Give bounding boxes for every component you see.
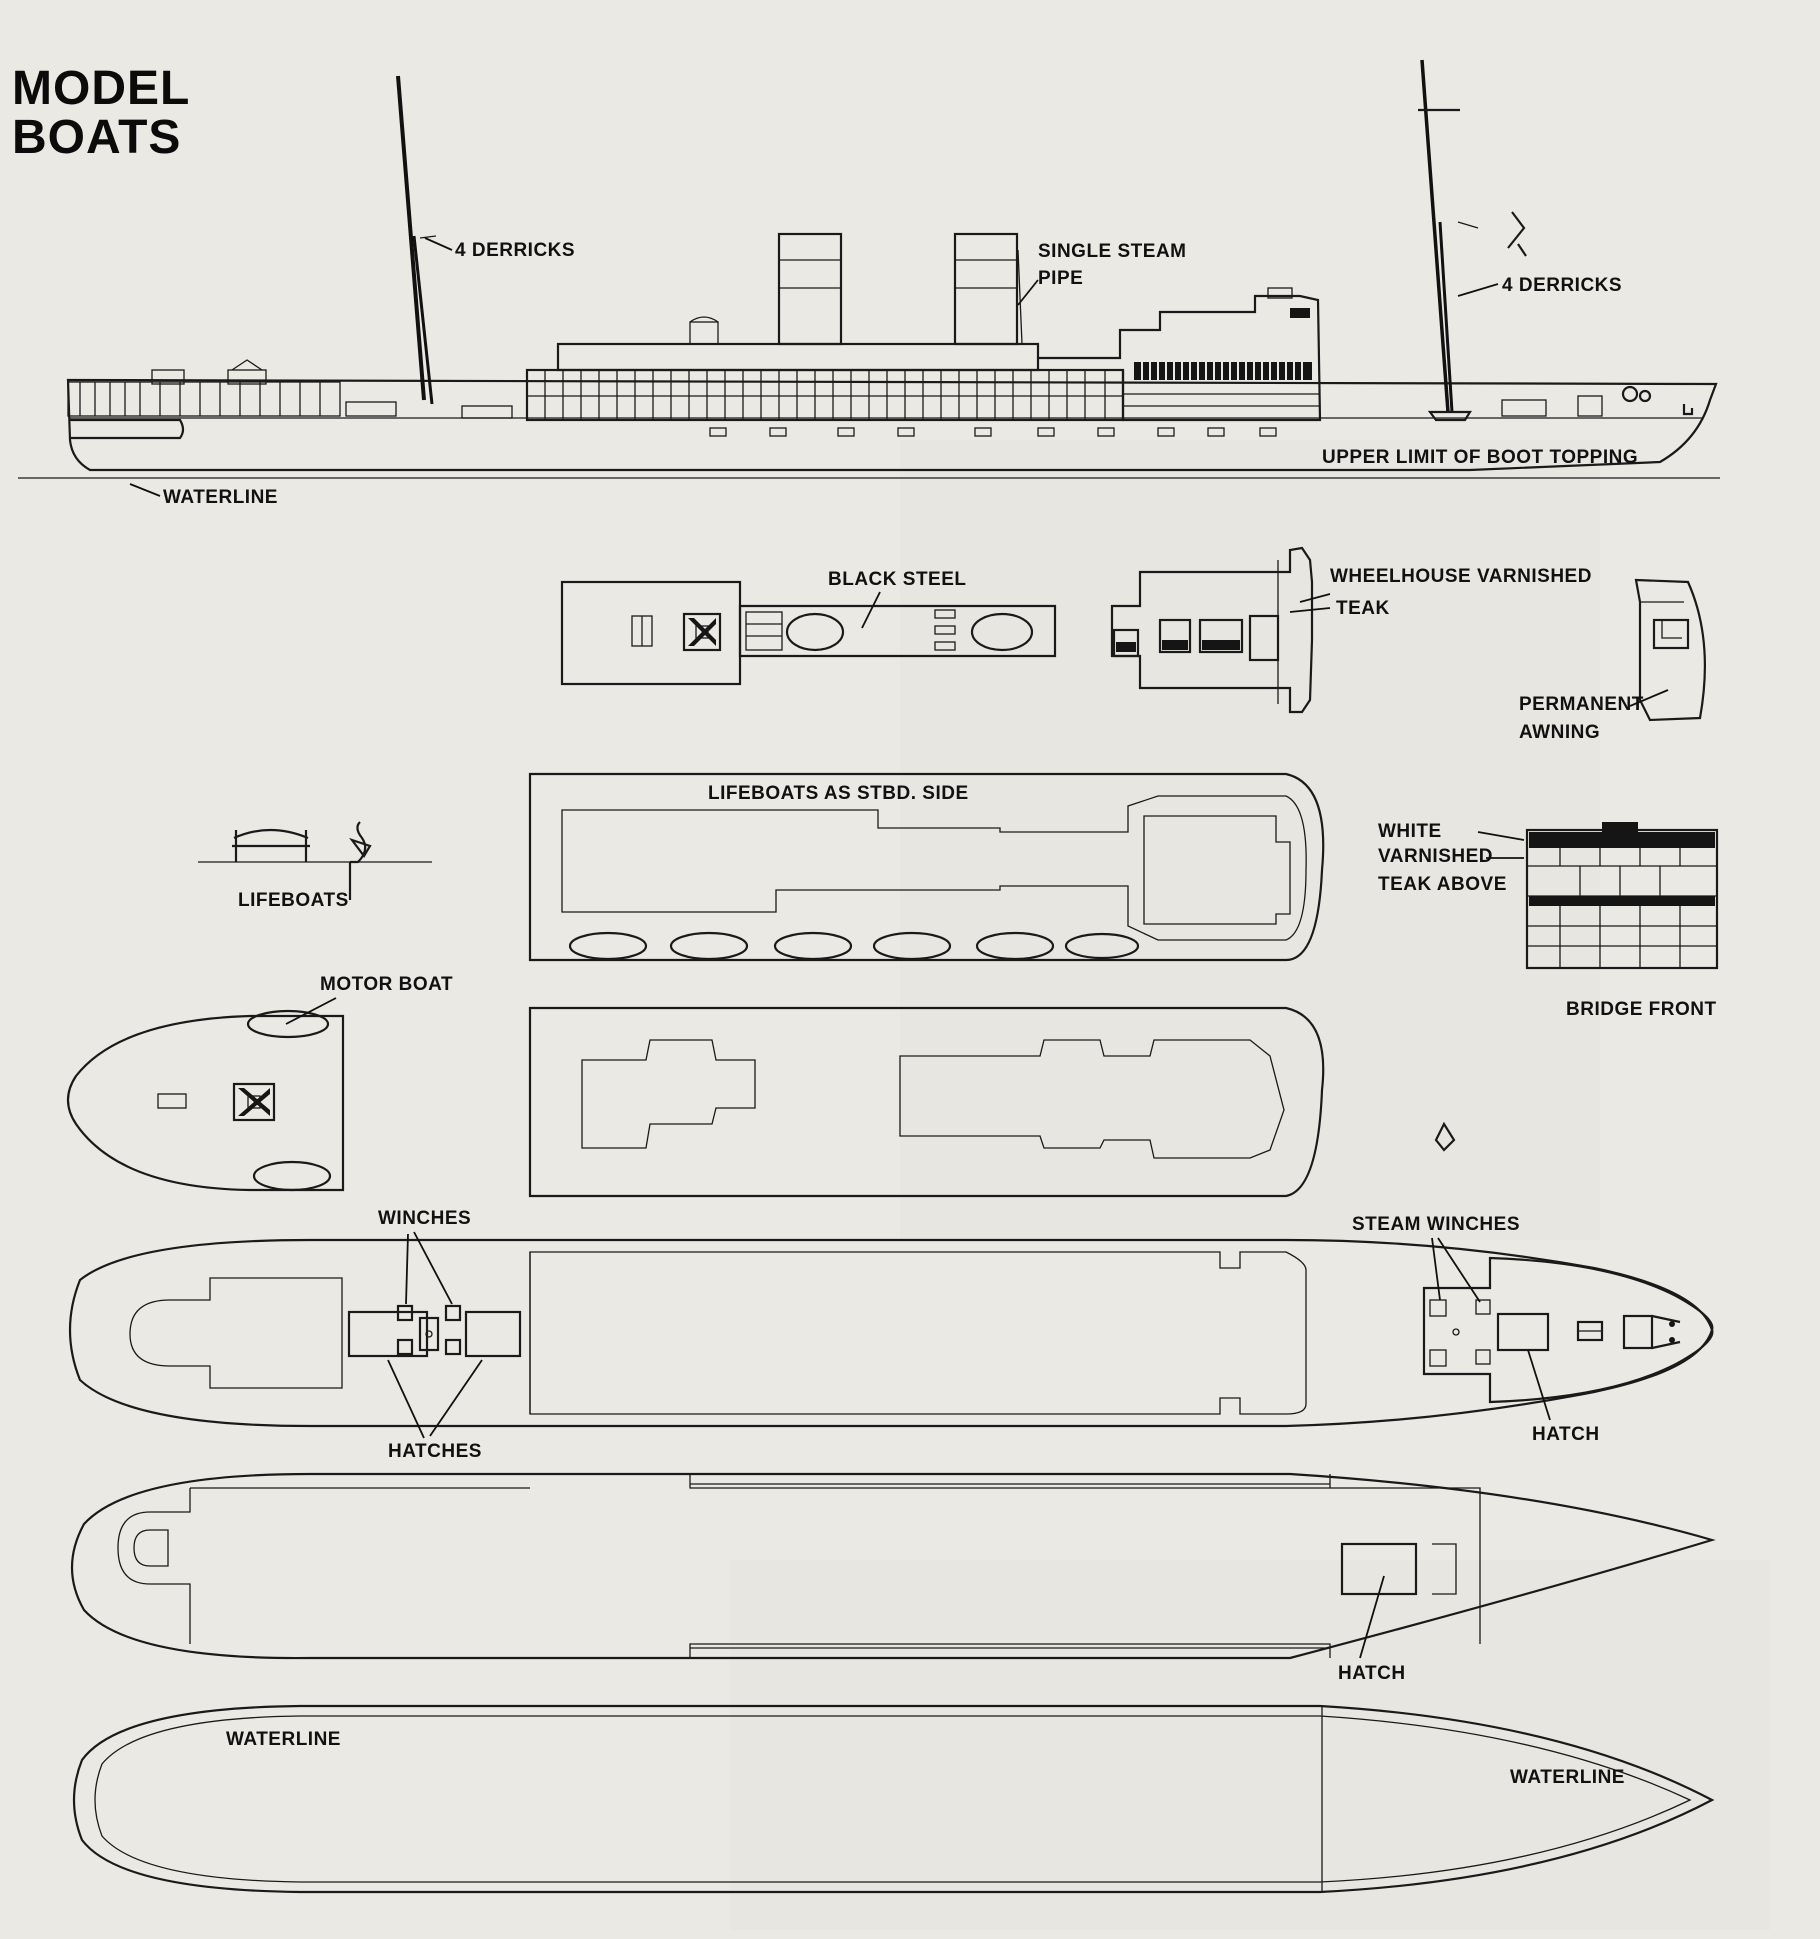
- ship-profile: [18, 59, 1720, 479]
- arrow-winches: [405, 1231, 453, 1305]
- aft-vent: [231, 359, 263, 371]
- boat-deck-plan: [528, 772, 1325, 962]
- label-boot-topping: UPPER LIMIT OF BOOT TOPPING: [1322, 447, 1638, 468]
- lower-deck-plan: [70, 1472, 1716, 1660]
- aft-hatch-profile-2: [461, 405, 513, 419]
- label-hatches: HATCHES: [388, 1441, 482, 1462]
- permanent-awning: [1634, 578, 1706, 722]
- portholes: [709, 427, 1277, 437]
- page-title-line2: BOATS: [12, 111, 181, 164]
- label-steam-pipe-2: PIPE: [1038, 268, 1083, 289]
- label-permanent-awning-2: AWNING: [1519, 722, 1600, 743]
- label-white-varnished-3: TEAK ABOVE: [1378, 874, 1507, 895]
- lifeboat-davit-detail: [198, 821, 432, 900]
- arrow-waterline-profile: [129, 483, 161, 497]
- label-lifeboats-stbd: LIFEBOATS AS STBD. SIDE: [708, 783, 969, 804]
- fwd-winch-profile: [1577, 395, 1603, 417]
- label-waterline-profile: WATERLINE: [163, 487, 278, 508]
- arrow-derricks-fwd: [1457, 283, 1499, 297]
- aft-deckhouse-1: [151, 369, 185, 385]
- label-permanent-awning-1: PERMANENT: [1519, 694, 1644, 715]
- main-deck-plan: [68, 1238, 1714, 1428]
- label-white-varnished-1: WHITE: [1378, 821, 1442, 842]
- page-title-line1: MODEL: [12, 62, 190, 115]
- label-wheelhouse-1: WHEELHOUSE VARNISHED: [1330, 566, 1592, 587]
- bow-fitting: [1682, 404, 1694, 416]
- arrow-steam-pipe: [1017, 279, 1039, 306]
- waterline-plan: [72, 1704, 1715, 1894]
- arrow-white-varnished: [1477, 831, 1525, 859]
- aft-deckhouse-2: [227, 369, 267, 385]
- label-wheelhouse-2: TEAK: [1336, 598, 1390, 619]
- aft-boat-deck-plan: [66, 1009, 345, 1192]
- wheelhouse-plan: [1110, 546, 1314, 714]
- bridge-front-elevation: [1525, 822, 1719, 970]
- funnels: [689, 232, 1023, 346]
- label-bridge-front: BRIDGE FRONT: [1566, 999, 1717, 1020]
- label-hatch-1: HATCH: [1532, 1424, 1600, 1445]
- background-text-texture: [730, 440, 1770, 1930]
- profile-hull: [66, 378, 1718, 472]
- arrow-hatches: [387, 1359, 483, 1439]
- label-waterline-plan-aft: WATERLINE: [226, 1729, 341, 1750]
- label-black-steel: BLACK STEEL: [828, 569, 967, 590]
- arrow-black-steel: [861, 591, 881, 629]
- label-hatch-2: HATCH: [1338, 1663, 1406, 1684]
- arrow-motor-boat: [285, 997, 337, 1025]
- derrick-symbol: [1507, 211, 1527, 257]
- label-white-varnished-2: VARNISHED: [1378, 846, 1493, 867]
- label-derricks-aft: 4 DERRICKS: [455, 240, 575, 261]
- arrow-wheelhouse: [1289, 593, 1331, 613]
- arrow-steam-winches: [1431, 1237, 1481, 1303]
- top-deck-plan: [560, 580, 1057, 686]
- label-steam-pipe-1: SINGLE STEAM: [1038, 241, 1187, 262]
- label-steam-winches: STEAM WINCHES: [1352, 1214, 1520, 1235]
- arrow-derricks-aft: [424, 237, 453, 251]
- aft-mast: [396, 75, 437, 405]
- arrow-hatch-1: [1527, 1349, 1551, 1421]
- label-derricks-fwd: 4 DERRICKS: [1502, 275, 1622, 296]
- fwd-hatch-profile: [1501, 399, 1547, 417]
- label-motor-boat: MOTOR BOAT: [320, 974, 453, 995]
- label-winches: WINCHES: [378, 1208, 471, 1229]
- anchor-windlass-2: [1638, 389, 1652, 403]
- arrow-hatch-2: [1359, 1575, 1385, 1659]
- arrow-awning: [1629, 689, 1669, 707]
- forward-mast: [1418, 59, 1479, 422]
- forecastle-plan: [1422, 1256, 1714, 1404]
- aft-railing: [67, 381, 341, 440]
- promenade-deck-plan: [528, 1006, 1456, 1198]
- label-waterline-plan-fwd: WATERLINE: [1510, 1767, 1625, 1788]
- anchor-windlass: [1621, 385, 1639, 403]
- superstructure: [525, 287, 1322, 422]
- aft-hatch-profile: [345, 401, 397, 417]
- label-lifeboats: LIFEBOATS: [238, 890, 349, 911]
